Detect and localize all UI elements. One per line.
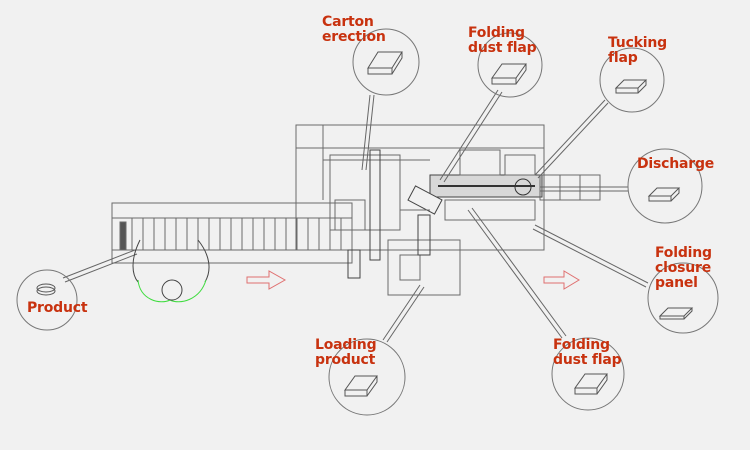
label-product: Product xyxy=(27,300,88,316)
leader-lines xyxy=(62,89,649,343)
circle-discharge xyxy=(627,148,703,224)
circle-loading-product xyxy=(328,338,406,416)
circle-folding-dust-flap-bottom xyxy=(551,337,625,411)
infeed-conveyor xyxy=(111,202,353,264)
circle-folding-dust-flap-top xyxy=(477,32,543,98)
machine-frame xyxy=(295,124,601,296)
label-discharge: Discharge xyxy=(637,156,715,172)
circle-folding-closure-panel xyxy=(647,262,719,334)
operator-figure xyxy=(132,239,210,303)
circle-carton-erection xyxy=(352,28,420,96)
callout-circles xyxy=(16,28,719,416)
carton-icons xyxy=(36,51,694,397)
conveyor-slats xyxy=(131,218,342,250)
circle-product xyxy=(16,269,78,331)
flow-arrows xyxy=(246,270,580,290)
circle-tucking-flap xyxy=(599,47,665,113)
